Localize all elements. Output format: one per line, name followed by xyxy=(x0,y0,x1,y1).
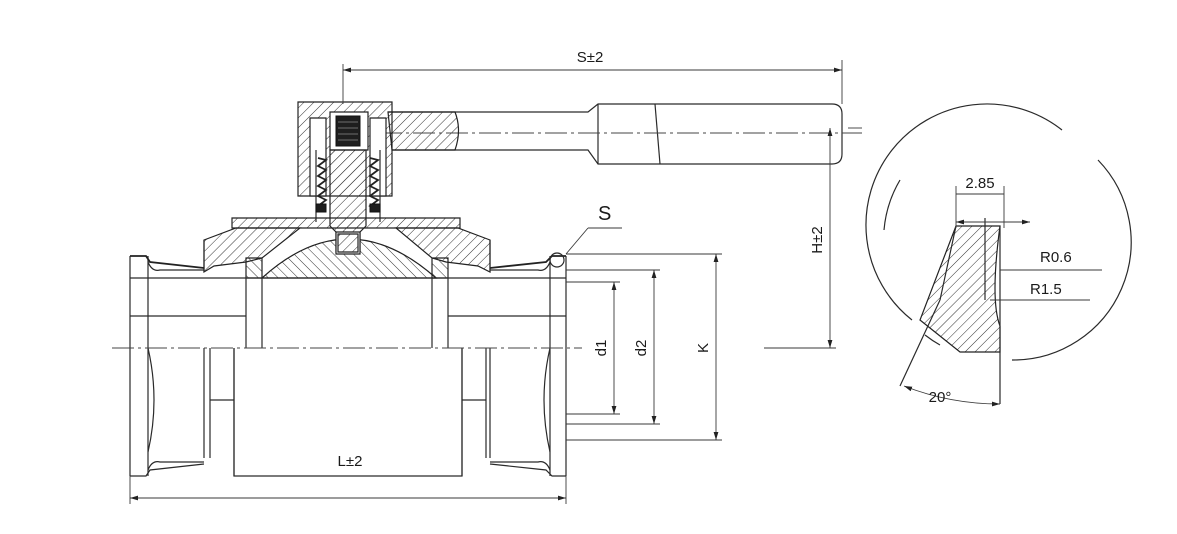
right-clamp-end xyxy=(461,255,567,477)
radius-small-label: R0.6 xyxy=(1040,249,1072,266)
valve-body xyxy=(130,217,566,348)
detail-width-label: 2.85 xyxy=(965,175,994,192)
handle-lever xyxy=(388,103,843,165)
top-flange xyxy=(231,217,461,229)
angle-label: 20° xyxy=(929,389,952,406)
weld-symbol-label: S xyxy=(598,203,611,225)
left-clamp-end xyxy=(129,255,235,477)
l-dimension-label: L±2 xyxy=(338,453,363,470)
s-dimension-label: S±2 xyxy=(577,49,604,66)
dimension-s: S±2 xyxy=(342,49,843,104)
h-dimension-label: H±2 xyxy=(809,226,826,253)
weld-symbol: S xyxy=(549,203,622,268)
k-label: K xyxy=(695,343,712,353)
dimension-d1-d2-k: d1 d2 K xyxy=(566,253,722,441)
detail-gasket-section xyxy=(919,225,1001,353)
handle-assembly xyxy=(297,101,862,197)
lock-nut xyxy=(335,115,361,147)
radius-large-label: R1.5 xyxy=(1030,281,1062,298)
detail-view: 2.85 R0.6 R1.5 20° xyxy=(865,103,1132,407)
dimension-l: L±2 xyxy=(129,453,567,504)
lower-body xyxy=(233,348,463,477)
d1-label: d1 xyxy=(593,340,610,357)
dimension-h: H±2 xyxy=(764,127,862,349)
d2-label: d2 xyxy=(633,340,650,357)
